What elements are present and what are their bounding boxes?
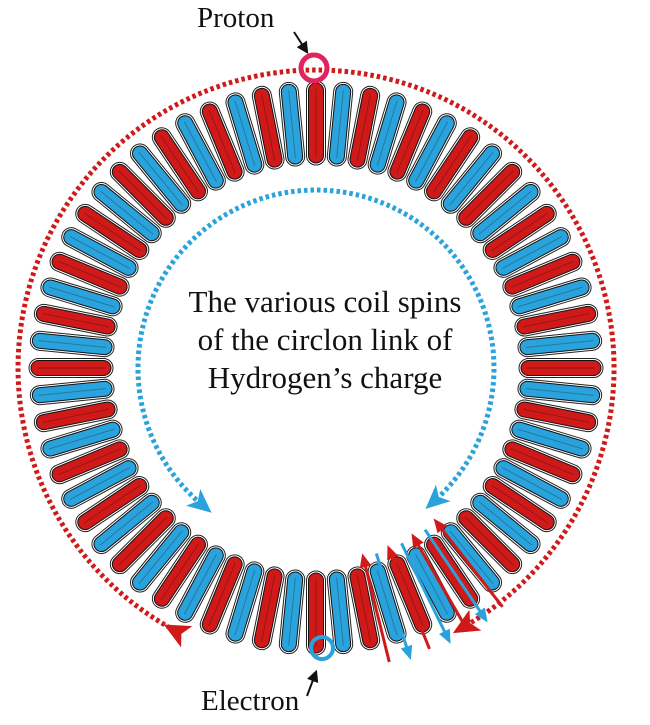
proton-pointer-icon	[293, 31, 309, 55]
electron-label: Electron	[201, 685, 300, 717]
coil-turn-red	[75, 476, 150, 533]
spin-arrowhead-icon	[411, 533, 424, 549]
spin-arrowhead-icon	[400, 644, 413, 661]
coil-turn-blue	[326, 569, 354, 655]
coil-turn-red	[482, 476, 557, 533]
spin-arrowhead-icon	[474, 607, 488, 623]
coil-turn-blue	[509, 277, 592, 317]
spin-arrowhead-icon	[433, 518, 447, 534]
coil-turn-red	[49, 251, 130, 297]
coil-turn-blue	[278, 81, 306, 167]
coil-turn-red	[482, 203, 557, 260]
caption-line-2: of the circlon link of	[197, 322, 453, 357]
coil-turn-blue	[326, 81, 354, 167]
inner-dashed-arc	[135, 187, 497, 511]
coil-spin-arrows	[359, 518, 504, 663]
coil-turn-red	[456, 508, 523, 575]
spin-arrow-red	[434, 520, 504, 608]
spin-arrow-blue	[374, 553, 412, 657]
coil-turn-red	[151, 127, 208, 202]
coil-turn-blue	[406, 113, 457, 191]
center-caption: The various coil spins of the circlon li…	[175, 283, 475, 397]
coil-turn-blue	[40, 419, 123, 459]
outer-arrowhead-icon	[452, 609, 482, 634]
coil-turn-blue	[517, 330, 603, 358]
coil-turn-blue	[61, 458, 139, 509]
inner-blue-spin-arrow	[135, 187, 497, 513]
electron-ring-marker-icon	[309, 635, 335, 661]
coil-turn-red	[109, 161, 176, 228]
coil-turn-blue	[225, 92, 265, 175]
spin-arrow-blue	[423, 528, 487, 621]
coil-turn-red	[75, 203, 150, 260]
coil-turn-red	[251, 85, 285, 170]
coil-turn-blue	[470, 181, 541, 244]
coil-turn-blue	[225, 561, 265, 644]
electron-pointer-icon	[306, 669, 319, 697]
coil-turn-red	[151, 534, 208, 609]
coil-turn-red	[199, 554, 245, 635]
coil-turn-blue	[517, 378, 603, 406]
coil-turn-blue	[440, 143, 503, 214]
coil-turn-red	[306, 570, 326, 656]
coil-turn-red	[49, 439, 130, 485]
coil-turn-red	[514, 399, 599, 433]
coil-turn-red	[456, 161, 523, 228]
coil-turn-blue	[175, 545, 226, 623]
spin-arrow-red	[361, 556, 391, 663]
coil-turn-red	[387, 101, 433, 182]
coil-turn-blue	[493, 227, 571, 278]
coil-turn-blue	[29, 330, 115, 358]
coil-turn-red	[199, 101, 245, 182]
inner-arrowhead-icon	[425, 484, 451, 509]
outer-arrowhead-icon	[163, 624, 193, 648]
coil-turn-blue	[129, 143, 192, 214]
coil-turn-red	[28, 358, 114, 378]
outer-red-spin-arrow	[15, 67, 617, 648]
coil-turn-blue	[91, 492, 162, 555]
coil-turn-red	[347, 85, 381, 170]
coil-turn-red	[502, 439, 583, 485]
coil-turn-blue	[278, 569, 306, 655]
spin-arrowhead-icon	[359, 553, 372, 569]
caption-line-1: The various coil spins	[188, 284, 462, 319]
coil-turn-red	[518, 358, 604, 378]
coil-turn-blue	[175, 113, 226, 191]
caption-line-3: Hydrogen’s charge	[207, 360, 443, 395]
spin-arrow-blue	[400, 542, 451, 641]
spin-arrow-red	[387, 548, 431, 650]
proton-ring-marker-icon	[298, 52, 330, 84]
inner-arrowhead-icon	[186, 488, 212, 513]
spin-arrowhead-icon	[387, 545, 399, 561]
coil-turn-blue	[367, 92, 407, 175]
coil-turn-red	[502, 251, 583, 297]
toroidal-coil	[28, 80, 604, 656]
coil-turn-red	[33, 303, 118, 337]
coil-turn-red	[306, 80, 326, 166]
particle-markers	[293, 31, 335, 697]
coil-turn-blue	[29, 378, 115, 406]
coil-turn-red	[514, 303, 599, 337]
coil-turn-blue	[129, 522, 192, 593]
coil-turn-blue	[91, 181, 162, 244]
coil-turn-blue	[367, 561, 407, 644]
spin-arrow-red	[412, 536, 469, 632]
coil-turn-red	[251, 566, 285, 651]
coil-turn-red	[109, 508, 176, 575]
coil-turn-blue	[493, 458, 571, 509]
coil-turn-red	[347, 566, 381, 651]
spin-arrowhead-icon	[439, 628, 451, 644]
coil-turn-red	[424, 127, 481, 202]
coil-turn-blue	[40, 277, 123, 317]
coil-turn-blue	[509, 419, 592, 459]
coil-turn-blue	[470, 492, 541, 555]
coil-turn-blue	[61, 227, 139, 278]
proton-label: Proton	[197, 2, 275, 34]
coil-turn-red	[33, 399, 118, 433]
